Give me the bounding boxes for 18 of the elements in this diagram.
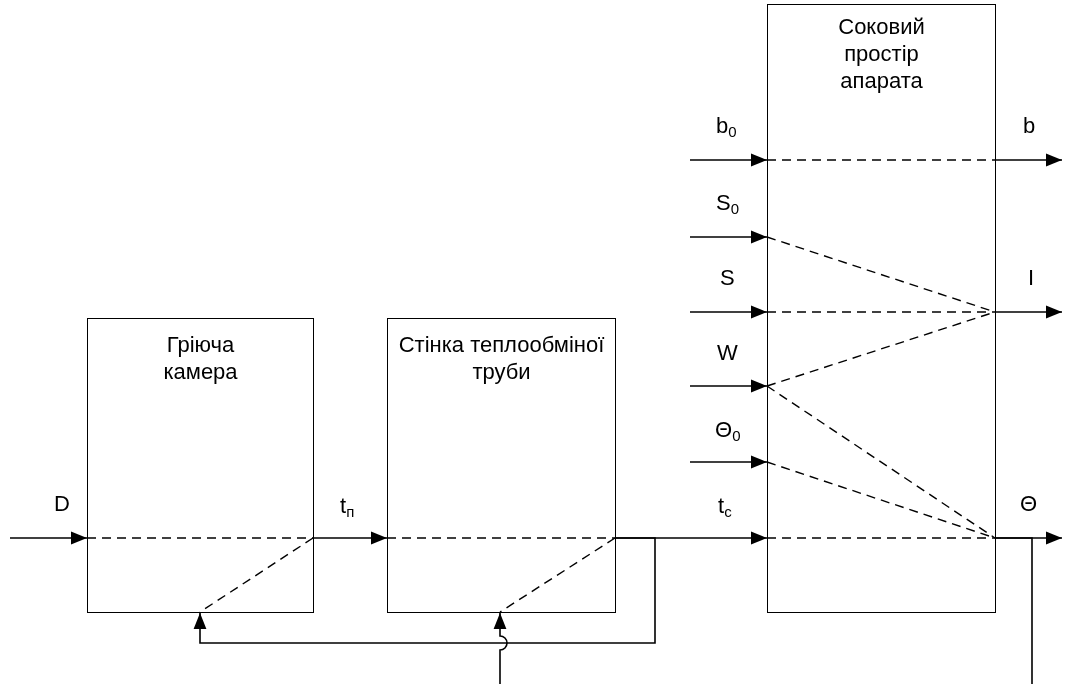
arrow — [193, 537, 656, 644]
arrow — [689, 153, 768, 167]
block-box — [387, 318, 616, 613]
arrow — [689, 455, 768, 469]
edge-label: b$_{0}$ — [714, 114, 739, 138]
block-title: Стінка теплообміної труби — [397, 331, 606, 385]
arrow — [995, 153, 1063, 167]
block-title: Гріюча камера — [162, 331, 239, 385]
arrow — [493, 612, 508, 684]
arrow — [689, 379, 768, 393]
arrow — [995, 305, 1063, 319]
arrow — [689, 230, 768, 244]
block-title: Соковий простір апарата — [837, 13, 926, 94]
arrow — [313, 531, 388, 545]
arrow — [689, 305, 768, 319]
block-box — [767, 4, 996, 613]
arrow — [9, 531, 88, 545]
block-box — [87, 318, 314, 613]
